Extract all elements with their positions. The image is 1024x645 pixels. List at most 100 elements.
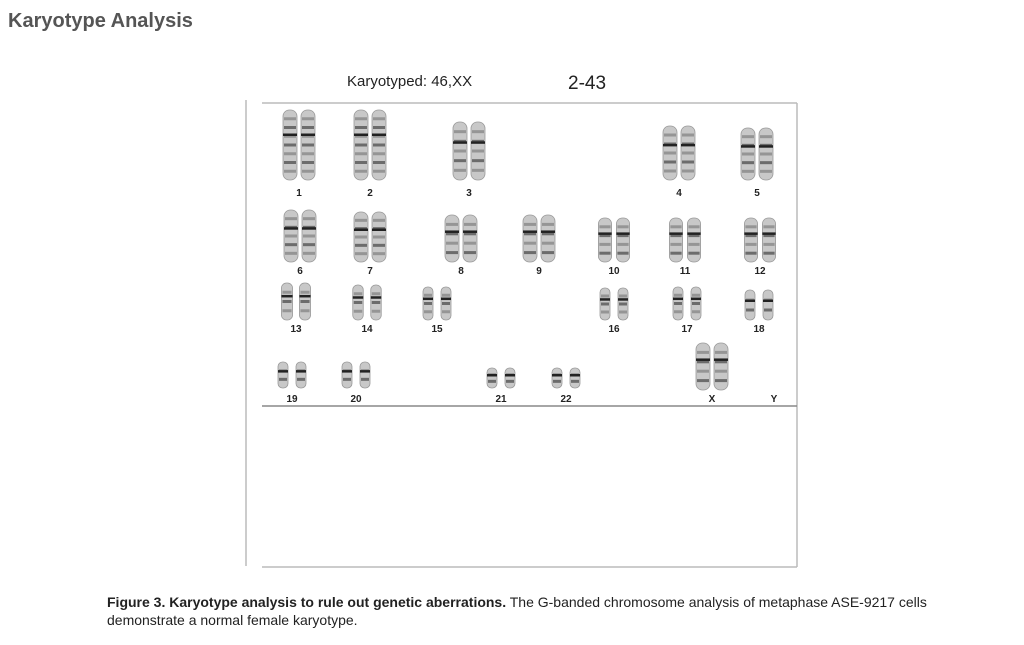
chromosome (440, 286, 452, 321)
chromosome-band (373, 243, 385, 247)
chromosome (444, 214, 460, 263)
chromosome-band (682, 169, 694, 173)
figure-caption: Figure 3. Karyotype analysis to rule out… (107, 593, 977, 629)
centromere (759, 145, 773, 148)
centromere (744, 232, 758, 235)
centromere (687, 232, 701, 235)
chromosome-band (371, 292, 381, 296)
chromosome (371, 109, 387, 181)
chromosome-band (688, 251, 700, 255)
centromere (691, 297, 701, 301)
chromosome-band (446, 222, 458, 226)
chromosome-band (506, 379, 514, 383)
chromosome-band (745, 242, 757, 246)
chromosome (740, 127, 756, 181)
chromosome-band (355, 117, 367, 121)
centromere (301, 133, 315, 136)
chromosome-band (373, 134, 385, 138)
centromere (598, 232, 612, 235)
chromosome-band (715, 379, 727, 383)
chromosome-label: 1 (296, 188, 302, 199)
centromere (541, 230, 555, 233)
centromere (471, 141, 485, 144)
centromere (354, 133, 368, 136)
chromosome-band (745, 251, 757, 255)
chromosome (353, 109, 369, 181)
chromosome-band (601, 310, 609, 314)
chromosome-band (524, 232, 536, 236)
chromosome (359, 361, 371, 389)
chromosome-band (760, 135, 772, 139)
chromosome-band (284, 152, 296, 156)
chromosome-band (742, 169, 754, 173)
chromosome (504, 367, 516, 389)
chromosome-band (760, 161, 772, 165)
centromere (441, 297, 451, 301)
chromosome-band (670, 251, 682, 255)
chromosome-band (297, 377, 305, 381)
chromosome-band (599, 234, 611, 238)
chromosome-label: 5 (754, 188, 760, 199)
chromosome (299, 282, 311, 321)
chromosome-band (682, 133, 694, 137)
chromosome-band (302, 169, 314, 173)
chromosome-band (302, 143, 314, 147)
chromosome-band (373, 143, 385, 147)
chromosome-band (285, 243, 297, 247)
chromosome (599, 287, 611, 321)
chromosome (758, 127, 774, 181)
chromosome-band (524, 241, 536, 245)
chromosome-band (355, 143, 367, 147)
chromosome-band (424, 293, 432, 297)
chromosome-band (424, 302, 432, 305)
chromosome-band (446, 232, 458, 236)
chromosome-band (599, 242, 611, 246)
centromere (616, 232, 630, 235)
chromosome-band (763, 242, 775, 246)
chromosome (422, 286, 434, 321)
chromosome-band (688, 225, 700, 229)
chromosome-band (601, 294, 609, 298)
centromere (745, 299, 755, 302)
chromosome-band (302, 126, 314, 129)
chromosome-band (542, 222, 554, 226)
centromere (372, 133, 386, 136)
chromosome-band (599, 251, 611, 255)
chromosome-band (284, 169, 296, 173)
chromosome-band (442, 293, 450, 297)
chromosome (300, 109, 316, 181)
chromosome-label: 2 (367, 188, 373, 199)
chromosome (762, 217, 777, 263)
chromosome-band (617, 251, 629, 255)
centromere (342, 370, 352, 373)
chromosome (669, 217, 684, 263)
chromosome-band (303, 234, 315, 238)
chromosome-band (745, 234, 757, 238)
chromosome-band (302, 134, 314, 138)
centromere (669, 232, 683, 235)
centromere (453, 141, 467, 144)
chromosome-band (279, 377, 287, 381)
page-title: Karyotype Analysis (8, 10, 193, 32)
chromosome-band (355, 161, 367, 164)
chromosome-band (285, 217, 297, 221)
chromosome-band (524, 222, 536, 226)
chromosome-label: X (709, 394, 716, 405)
chromosome-band (355, 126, 367, 129)
chromosome (486, 367, 498, 389)
chromosome-band (617, 225, 629, 229)
chromosome (713, 342, 729, 391)
chromosome-band (674, 302, 682, 305)
chromosome-band (542, 232, 554, 236)
chromosome-band (442, 302, 450, 305)
chromosome (598, 217, 613, 263)
chromosome-band (282, 290, 292, 294)
chromosome-band (353, 301, 363, 304)
chromosome-band (464, 241, 476, 245)
chromosome-band (715, 350, 727, 354)
chromosome-band (284, 126, 296, 129)
chromosome-band (697, 369, 709, 373)
chromosome-band (454, 159, 466, 163)
chromosome (672, 286, 684, 321)
chromosome-band (373, 235, 385, 239)
